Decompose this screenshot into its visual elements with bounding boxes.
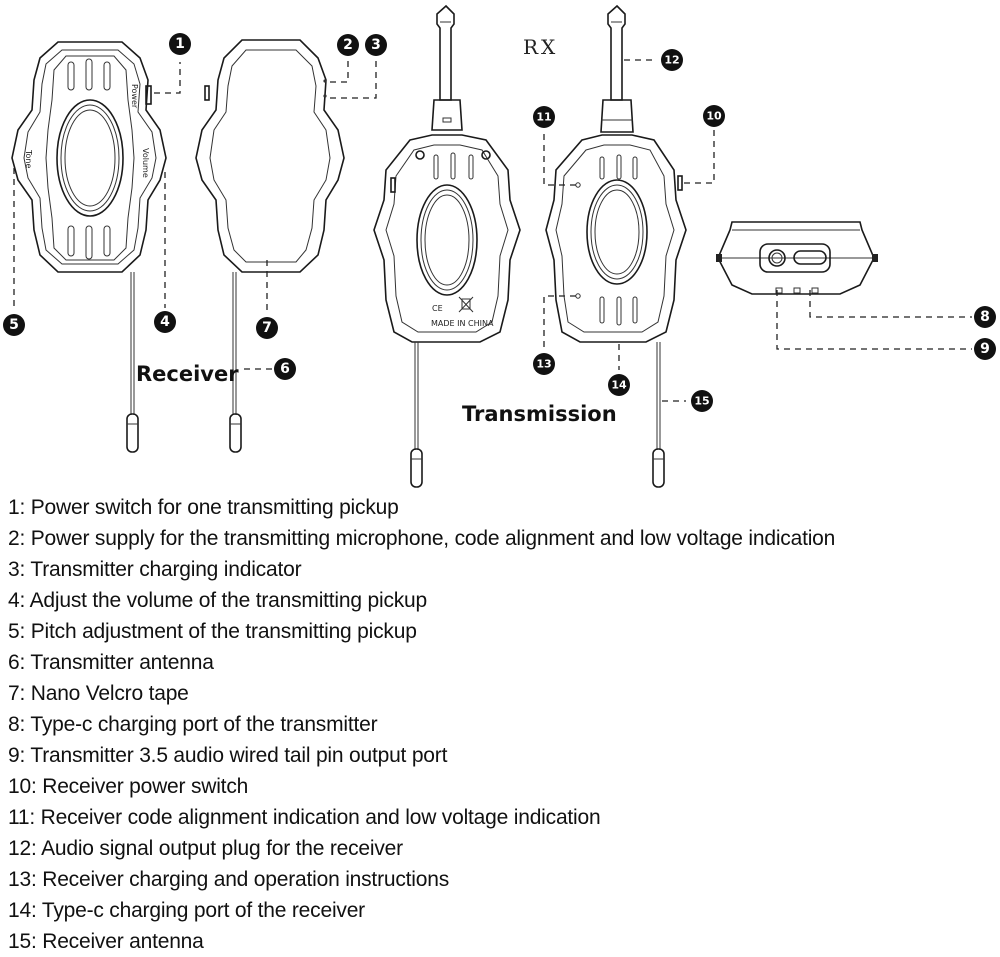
type-c-port: [793, 250, 827, 265]
receiver-front-view: [545, 4, 687, 488]
leader-lines: [13, 57, 972, 402]
ce-mark: CE: [432, 304, 443, 313]
vent-slots-bottom: [67, 225, 111, 260]
callout-7: 7: [256, 317, 278, 339]
legend-item: 14: Type-c charging port of the receiver: [8, 899, 365, 922]
callout-badges: 1 2 3 4 5 6 7 8 9 10 11 12 13 14 15: [3, 33, 996, 412]
legend-item: 7: Nano Velcro tape: [8, 682, 189, 705]
led-indicator-11: [575, 182, 581, 188]
legend-item: 12: Audio signal output plug for the rec…: [8, 837, 403, 860]
svg-text:8: 8: [980, 309, 990, 325]
volume-marking: Volume: [141, 148, 150, 178]
tone-marking: Tone: [24, 149, 33, 168]
callout-12: 12: [661, 49, 683, 71]
legend-item: 10: Receiver power switch: [8, 775, 249, 798]
callout-11: 11: [533, 106, 555, 128]
legend-item: 8: Type-c charging port of the transmitt…: [8, 713, 378, 736]
receiver-power-switch: [677, 175, 683, 191]
product-diagram: Power Volume Tone CE: [3, 4, 996, 488]
callout-6: 6: [274, 358, 296, 380]
legend-item: 9: Transmitter 3.5 audio wired tail pin …: [8, 744, 448, 767]
svg-text:11: 11: [536, 111, 551, 124]
parts-legend: 1: Power switch for one transmitting pic…: [8, 492, 1000, 957]
svg-text:7: 7: [262, 320, 272, 336]
legend-item: 1: Power switch for one transmitting pic…: [8, 496, 399, 519]
legend-item: 13: Receiver charging and operation inst…: [8, 868, 449, 891]
transmitter-front-view: Power Volume Tone: [11, 41, 167, 453]
callout-13: 13: [533, 353, 555, 375]
transmitter-bottom-view: [716, 221, 878, 295]
legend-item: 15: Receiver antenna: [8, 930, 204, 953]
svg-text:6: 6: [280, 361, 290, 377]
made-in-china-marking: MADE IN CHINA: [431, 319, 494, 328]
svg-text:1: 1: [175, 36, 185, 52]
callout-2: 2: [337, 34, 359, 56]
svg-text:13: 13: [536, 358, 551, 371]
legend-item: 6: Transmitter antenna: [8, 651, 214, 674]
svg-text:2: 2: [343, 37, 353, 53]
receiver-back-view: CE MADE IN CHINA: [373, 4, 521, 488]
legend-item: 5: Pitch adjustment of the transmitting …: [8, 620, 417, 643]
transmitter-back-view: [195, 39, 345, 453]
callout-8: 8: [974, 306, 996, 328]
svg-text:4: 4: [160, 314, 170, 330]
antenna-tip: [126, 413, 139, 453]
callout-5: 5: [3, 314, 25, 336]
power-marking: Power: [130, 84, 139, 109]
legend-item: 11: Receiver code alignment indication a…: [8, 806, 601, 829]
legend-item: 2: Power supply for the transmitting mic…: [8, 527, 836, 550]
callout-15: 15: [691, 390, 713, 412]
transmission-group-label: Transmission: [462, 402, 617, 426]
svg-text:3: 3: [371, 37, 381, 53]
callout-1: 1: [169, 33, 191, 55]
callout-14: 14: [608, 374, 630, 396]
svg-text:14: 14: [611, 379, 627, 392]
vent-slots-top: [67, 58, 111, 91]
callout-3: 3: [365, 34, 387, 56]
svg-text:5: 5: [9, 317, 19, 333]
legend-item: 3: Transmitter charging indicator: [8, 558, 302, 581]
callout-9: 9: [974, 338, 996, 360]
svg-text:10: 10: [706, 110, 722, 123]
jack-housing: [431, 99, 463, 131]
callout-10: 10: [703, 105, 725, 127]
svg-text:9: 9: [980, 341, 990, 357]
rx-label: RX: [523, 35, 559, 59]
receiver-group-label: Receiver: [136, 362, 239, 386]
audio-jack-port: [768, 249, 786, 267]
led-indicator-13: [575, 293, 581, 299]
power-switch: [145, 85, 152, 105]
weee-bin-icon: [458, 296, 474, 313]
callout-4: 4: [154, 311, 176, 333]
legend-item: 4: Adjust the volume of the transmitting…: [8, 589, 427, 612]
svg-text:12: 12: [664, 54, 679, 67]
svg-text:15: 15: [694, 395, 709, 408]
